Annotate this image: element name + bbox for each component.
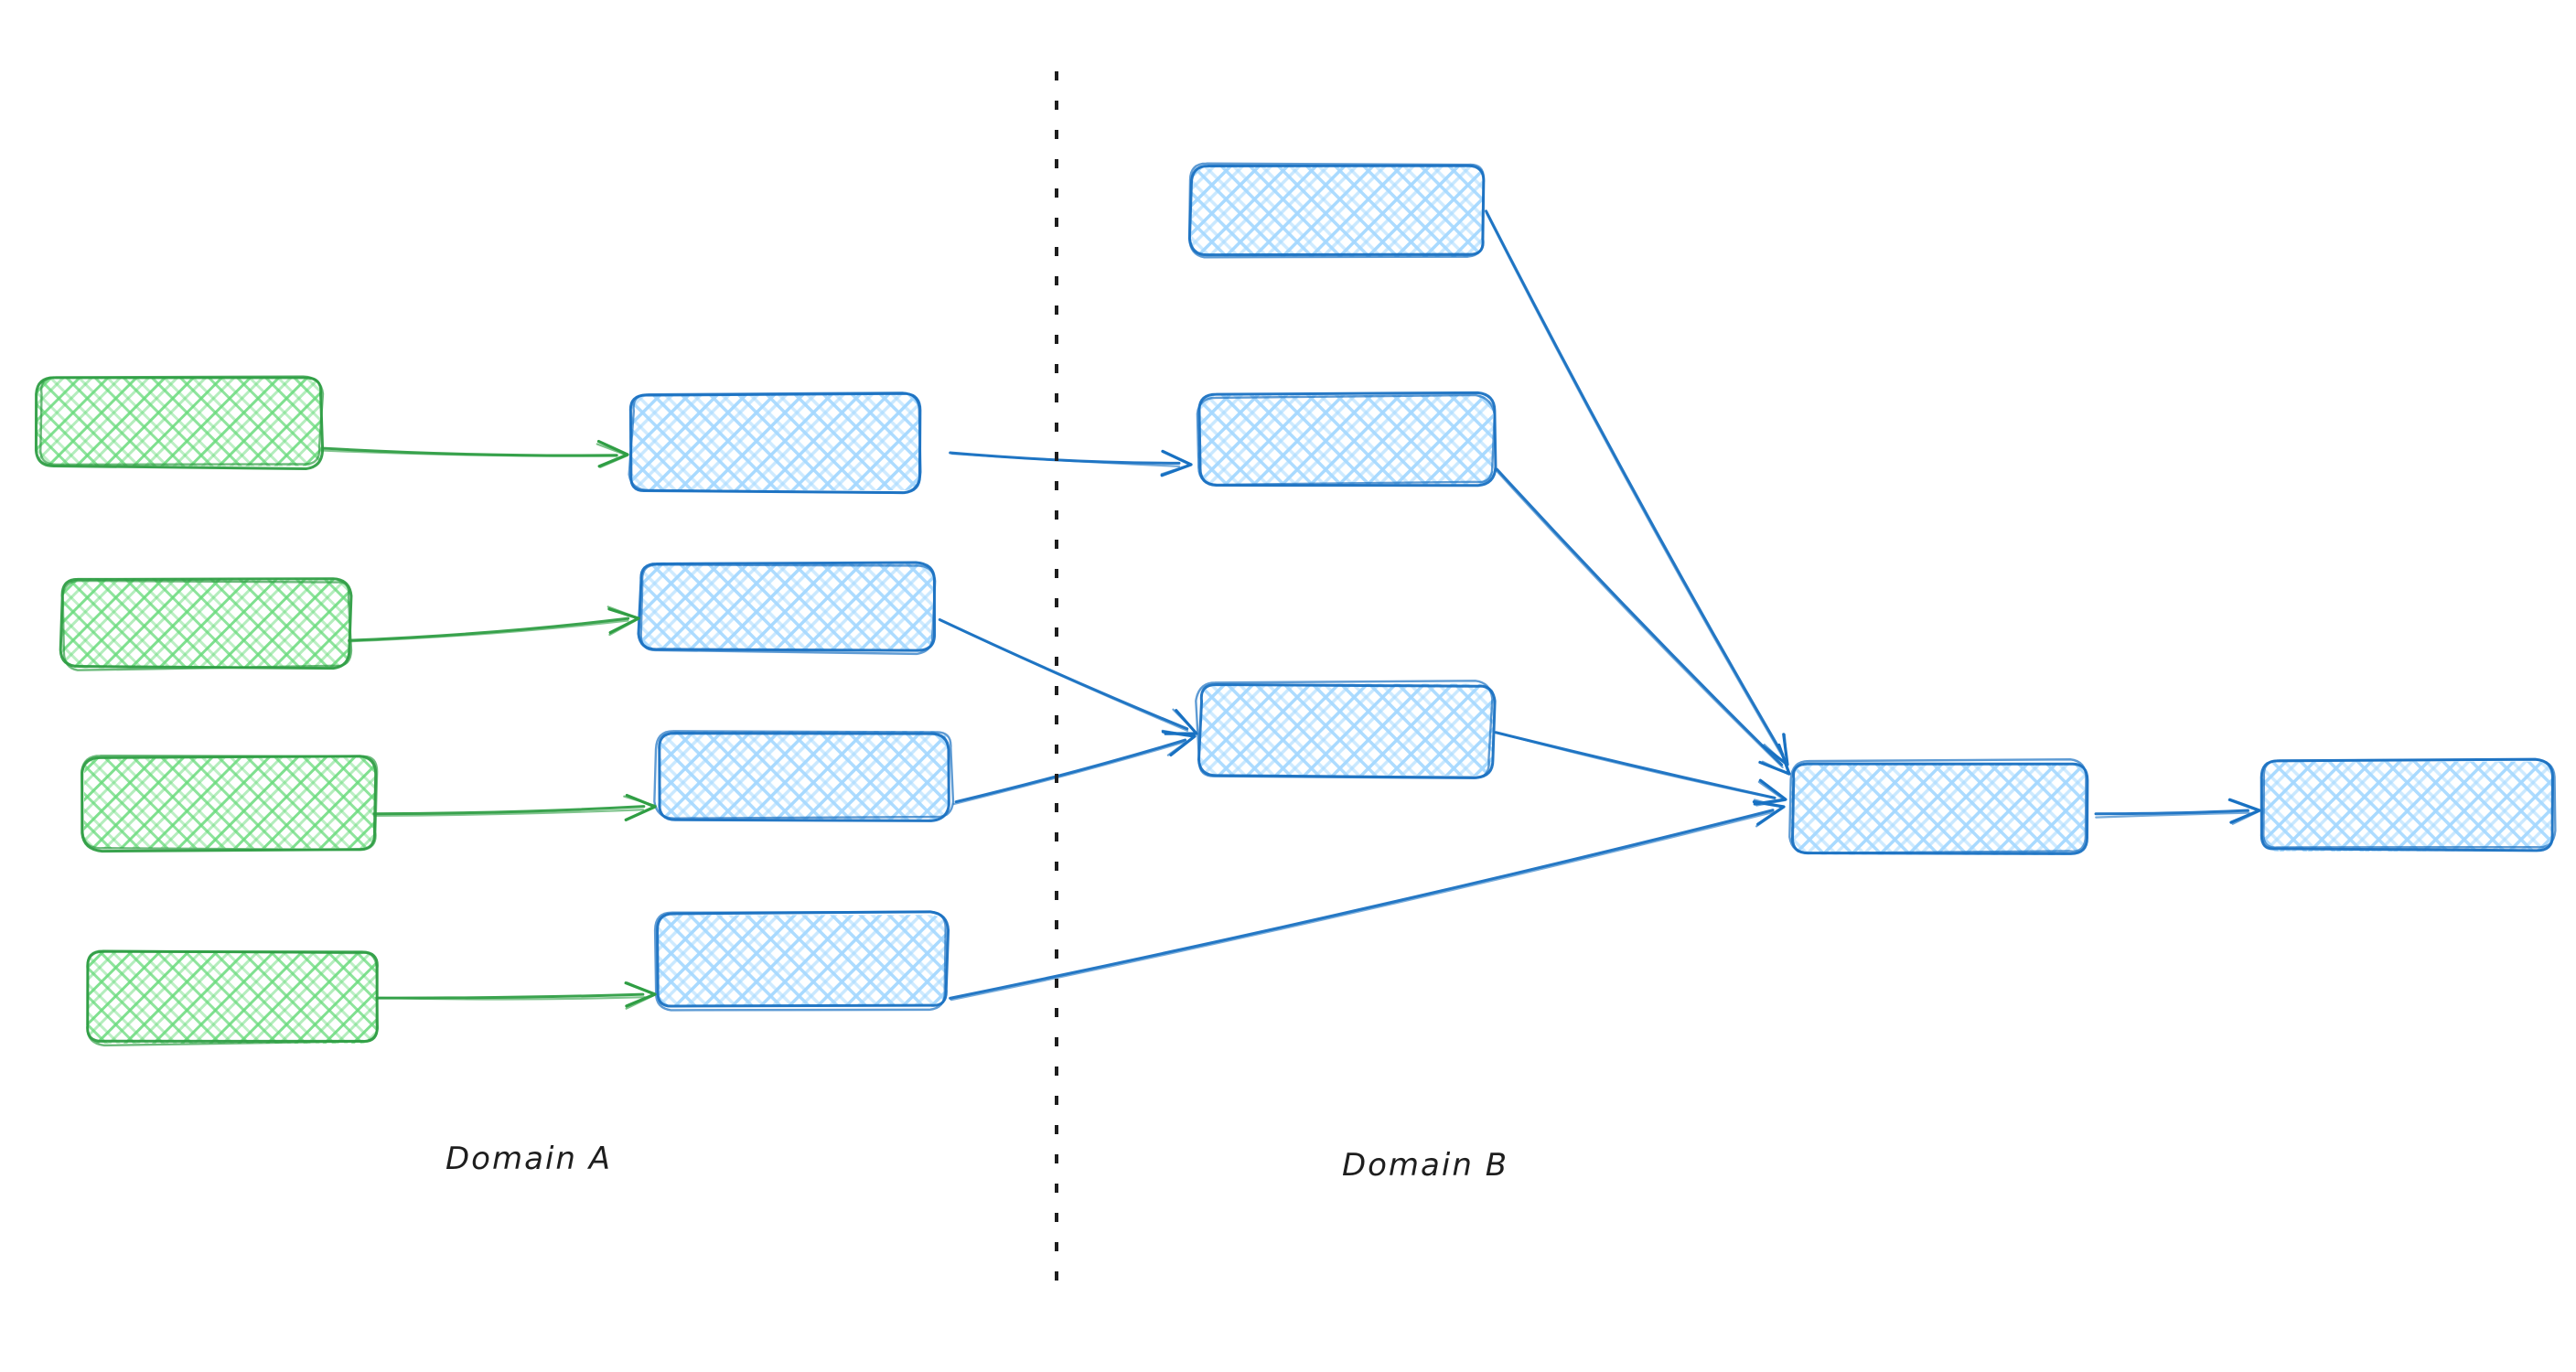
labels-layer: Domain A Domain B (445, 1141, 1508, 1184)
edge-line (952, 741, 1186, 806)
node-a-source-4[interactable] (86, 949, 379, 1047)
node-outline-2 (61, 579, 353, 671)
edges-layer (321, 209, 2261, 1010)
edge-arrowhead-2 (606, 606, 640, 637)
edge-b-top-to-b-hub (1485, 209, 1789, 766)
node-fill-hatch-b (1190, 164, 1485, 258)
edge-arrowhead-2 (1761, 744, 1790, 776)
edge-arrowhead-2 (596, 443, 628, 468)
edge-arrowhead-2 (1160, 450, 1193, 476)
node-fill-hatch-b (658, 731, 950, 820)
node-b-top[interactable] (1187, 162, 1486, 259)
edge-a-mid-1-to-b-mid-1 (949, 449, 1193, 477)
node-outline (656, 910, 950, 1008)
edge-arrowhead-2 (625, 981, 656, 1010)
node-b-mid-1[interactable] (1196, 391, 1497, 488)
node-outline (658, 732, 950, 822)
node-outline-2 (86, 949, 379, 1047)
domain-b-label: Domain B (1342, 1147, 1508, 1184)
edge-line (954, 738, 1187, 804)
domain-a-label: Domain A (445, 1141, 612, 1177)
edge-line (348, 616, 630, 642)
node-a-source-1[interactable] (34, 375, 325, 470)
node-b-mid-2[interactable] (1195, 680, 1497, 780)
edge-b-mid-2-to-b-hub (1494, 731, 1787, 807)
node-fill-hatch-b (1790, 763, 2086, 855)
edge-a-mid-2-to-b-mid-2 (938, 617, 1198, 735)
node-fill-hatch-b (87, 950, 378, 1044)
node-fill-hatch-b (2260, 761, 2553, 852)
edge-line (1485, 209, 1785, 756)
edge-line (374, 996, 647, 1001)
edge-line (1485, 211, 1785, 759)
node-fill-hatch-b (37, 377, 322, 466)
node-outline-2 (628, 391, 922, 495)
edge-line (2095, 811, 2250, 819)
node-fill-hatch-b (657, 915, 947, 1006)
edge-a-source-2-to-a-mid-2 (348, 606, 640, 643)
node-outline-2 (653, 910, 947, 1012)
edge-line (950, 452, 1181, 467)
edge-arrowhead-2 (623, 795, 657, 820)
edge-a-mid-4-to-b-hub (949, 799, 1786, 1002)
edge-arrowhead-2 (1753, 799, 1785, 828)
node-outline-2 (653, 730, 955, 820)
edge-line (938, 617, 1189, 731)
node-fill-hatch-b (83, 757, 376, 849)
nodes-layer (34, 162, 2557, 1047)
edge-a-source-4-to-a-mid-4 (374, 981, 657, 1010)
node-outline-2 (2262, 758, 2557, 849)
node-outline-2 (1187, 162, 1486, 259)
edge-b-hub-to-b-sink (2094, 798, 2261, 825)
edge-line (950, 810, 1776, 1002)
node-a-source-2[interactable] (59, 577, 353, 671)
edge-arrowhead-2 (1161, 729, 1196, 756)
node-outline-2 (80, 755, 379, 852)
edge-line (372, 805, 646, 816)
node-b-sink[interactable] (2259, 757, 2557, 852)
node-fill-hatch-b (639, 562, 933, 651)
edge-arrowhead-2 (2227, 799, 2260, 825)
edge-b-mid-1-to-b-hub (1494, 467, 1791, 776)
edge-line (1494, 468, 1784, 768)
node-a-mid-3[interactable] (653, 730, 955, 822)
edge-line (949, 809, 1775, 1000)
node-fill-hatch-b (1199, 683, 1494, 776)
node-fill-hatch-b (62, 578, 350, 669)
edge-line (2094, 809, 2249, 816)
edge-line (321, 449, 618, 457)
edge-a-source-3-to-a-mid-3 (372, 793, 657, 821)
node-outline (2259, 757, 2554, 852)
edge-line (373, 809, 645, 817)
node-a-mid-2[interactable] (637, 561, 937, 656)
edge-line (939, 619, 1189, 733)
node-outline-2 (1196, 393, 1497, 487)
edge-line (1495, 731, 1776, 799)
edge-a-source-1-to-a-mid-1 (321, 439, 629, 468)
node-fill-hatch-b (1197, 394, 1494, 485)
edge-a-mid-3-to-b-mid-2 (952, 729, 1197, 806)
node-a-mid-4[interactable] (653, 910, 950, 1012)
edge-line (348, 619, 629, 643)
edge-line (1495, 467, 1784, 766)
node-a-mid-1[interactable] (628, 391, 922, 495)
node-fill-hatch-b (628, 394, 921, 491)
node-outline-2 (1195, 680, 1494, 780)
node-a-source-3[interactable] (80, 755, 379, 853)
node-outline-2 (639, 563, 937, 656)
node-outline-2 (1788, 758, 2088, 854)
node-outline-2 (39, 375, 325, 466)
node-b-hub[interactable] (1788, 758, 2089, 855)
